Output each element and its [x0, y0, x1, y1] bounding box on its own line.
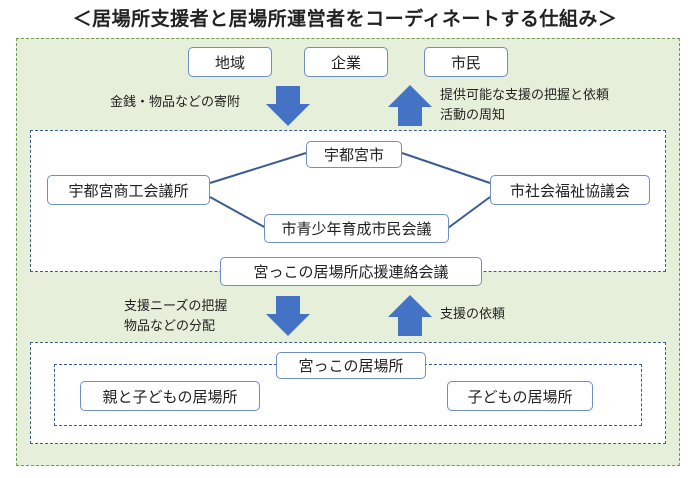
diagram-title: ＜居場所支援者と居場所運営者をコーディネートする仕組み＞ — [72, 8, 618, 30]
support-request-label-line2: 活動の周知 — [440, 108, 506, 123]
arrow-up-top — [388, 85, 432, 126]
node-social-welfare-council: 市社会福祉協議会 — [490, 175, 650, 205]
support-ask-label: 支援の依頼 — [440, 307, 506, 322]
needs-label-line1: 支援ニーズの把握 — [124, 299, 228, 314]
needs-label-line2: 物品などの分配 — [124, 319, 216, 334]
node-youth-council: 市青少年育成市民会議 — [264, 214, 449, 243]
node-liaison-council: 宮っこの居場所応援連絡会議 — [220, 257, 482, 286]
support-request-label: 提供可能な支援の把握と依頼 活動の周知 — [440, 86, 609, 126]
node-miyakko-place: 宮っこの居場所 — [276, 352, 426, 379]
entity-shimin: 市民 — [424, 47, 508, 77]
connector-line-tr — [401, 152, 491, 184]
node-parent-child-place: 親と子どもの居場所 — [80, 381, 260, 411]
donation-label: 金銭・物品などの寄附 — [110, 95, 241, 110]
entity-chiiki: 地域 — [188, 47, 272, 77]
support-request-label-line1: 提供可能な支援の把握と依頼 — [440, 88, 610, 103]
arrow-up-bottom — [388, 295, 432, 336]
node-child-place: 子どもの居場所 — [447, 381, 593, 411]
arrow-down-bottom — [266, 296, 310, 336]
node-utsunomiya-city: 宇都宮市 — [306, 141, 402, 168]
connector-line-bl — [209, 196, 267, 229]
entity-kigyo: 企業 — [304, 47, 388, 77]
node-chamber-of-commerce: 宇都宮商工会議所 — [47, 175, 210, 205]
needs-label: 支援ニーズの把握 物品などの分配 — [124, 297, 227, 337]
connector-line-br — [447, 196, 491, 229]
connector-line-tl — [209, 152, 307, 184]
arrow-down-top — [266, 86, 310, 126]
